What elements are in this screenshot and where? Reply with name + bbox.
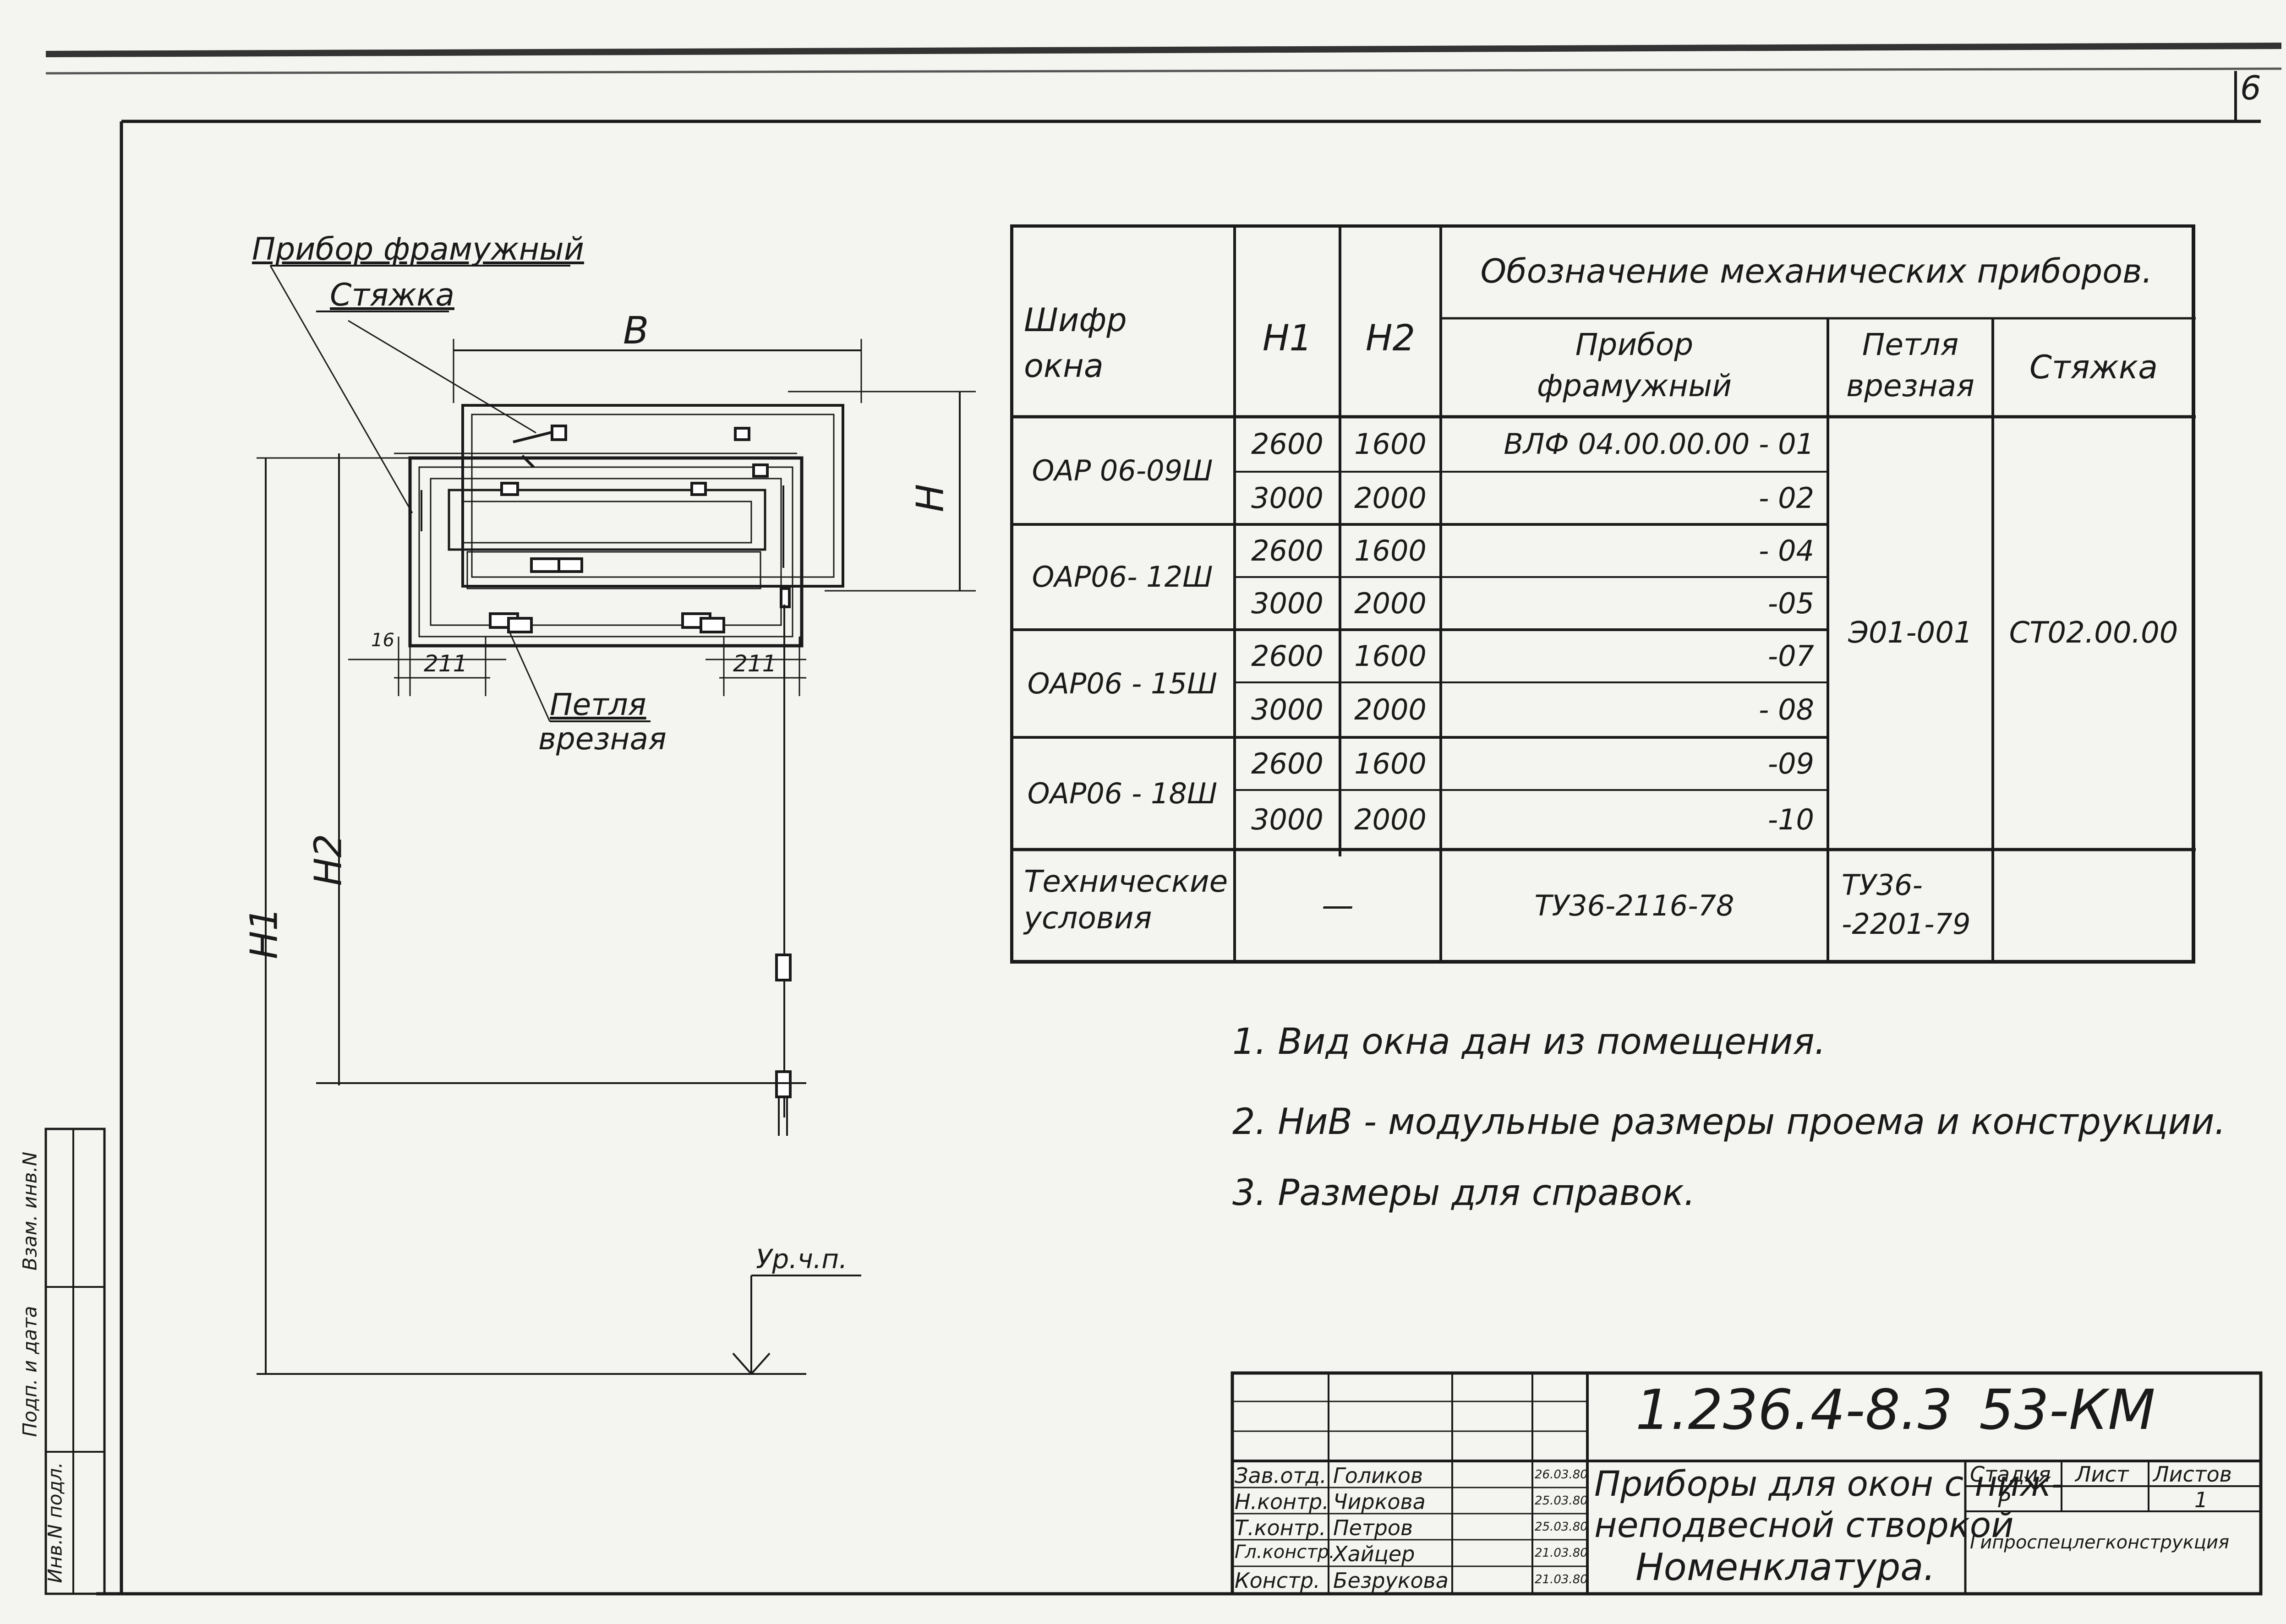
row-h2: 2000 bbox=[1354, 693, 1427, 727]
row-h2: 2000 bbox=[1354, 586, 1427, 620]
tie-value: СТ02.00.00 bbox=[2009, 616, 2178, 650]
floor-level-label: Ур.ч.п. bbox=[756, 1243, 848, 1275]
row-h1: 2600 bbox=[1251, 639, 1323, 673]
row-h1: 3000 bbox=[1251, 803, 1323, 837]
title-line-1: Приборы для окон с ниж- bbox=[1594, 1463, 2064, 1504]
stamp-replace-inv: Взам. инв.N bbox=[18, 1151, 41, 1271]
row-device: -10 bbox=[1767, 803, 1814, 837]
sheet-label: Лист bbox=[2075, 1462, 2129, 1487]
header-mechanical-devices: Обозначение механических приборов. bbox=[1480, 251, 2153, 290]
header-code-line1: Шифр bbox=[1024, 301, 1127, 339]
tech-hinge-line2: -2201-79 bbox=[1842, 907, 1971, 941]
person-name: Чиркова bbox=[1333, 1489, 1426, 1514]
header-tie: Стяжка bbox=[2029, 348, 2158, 386]
label-hinge-line1: Петля bbox=[550, 687, 646, 722]
note-2: 2. НиВ - модульные размеры проема и конс… bbox=[1232, 1101, 2226, 1143]
stamp-inv-num: Инв.N подл. bbox=[44, 1462, 66, 1583]
person-name: Петров bbox=[1333, 1515, 1413, 1540]
row-device: -05 bbox=[1767, 586, 1814, 620]
header-h1: H1 bbox=[1262, 318, 1313, 360]
person-name: Голиков bbox=[1333, 1463, 1423, 1488]
label-dimension-b: B bbox=[623, 309, 649, 353]
row-device: -09 bbox=[1767, 747, 1814, 780]
tech-device: ТУ36-2116-78 bbox=[1534, 888, 1734, 922]
row-h2: 1600 bbox=[1354, 747, 1427, 780]
mechanical-devices-table: Шифр окна H1 H2 Обозначение механических… bbox=[1010, 224, 2196, 964]
note-3: 3. Размеры для справок. bbox=[1232, 1172, 1695, 1214]
hinge-value: Э01-001 bbox=[1848, 616, 1973, 650]
top-border-band bbox=[45, 43, 2282, 57]
label-hinge-line2: врезная bbox=[538, 721, 667, 757]
title-line-2: неподвесной створкой bbox=[1594, 1504, 2014, 1545]
person-role: Гл.констр. bbox=[1235, 1542, 1335, 1563]
table-grid bbox=[1010, 224, 2196, 964]
label-transom-device: Прибор фрамужный bbox=[252, 231, 584, 267]
person-role: Т.контр. bbox=[1235, 1515, 1326, 1540]
header-hinge-line1: Петля bbox=[1862, 327, 1959, 362]
dim-211-left: 211 bbox=[424, 650, 468, 677]
person-name: Безрукова bbox=[1333, 1568, 1449, 1593]
stage-value: Р bbox=[1997, 1488, 2010, 1512]
sheets-value: 1 bbox=[2194, 1488, 2208, 1512]
label-dimension-h2: H2 bbox=[306, 834, 350, 886]
row-h1: 2600 bbox=[1251, 427, 1323, 461]
row-h1: 2600 bbox=[1251, 747, 1323, 780]
person-date: 25.03.80 bbox=[1535, 1494, 1588, 1508]
person-date: 21.03.80 bbox=[1535, 1546, 1588, 1560]
tech-label-line2: условия bbox=[1024, 900, 1152, 936]
row-h2: 2000 bbox=[1354, 803, 1427, 837]
header-device-line1: Прибор bbox=[1575, 327, 1694, 362]
stamp-sign-date: Подп. и дата bbox=[18, 1306, 41, 1437]
row-h1: 3000 bbox=[1251, 586, 1323, 620]
doc-code: 1.236.4-8.3 bbox=[1635, 1379, 1953, 1442]
header-device-line2: фрамужный bbox=[1537, 368, 1732, 403]
person-date: 21.03.80 bbox=[1535, 1573, 1588, 1586]
label-dimension-h: H bbox=[908, 484, 952, 512]
tech-hinge-line1: ТУ36- bbox=[1842, 868, 1923, 902]
person-name: Хайцер bbox=[1333, 1542, 1415, 1566]
row-code: ОАР 06-09Ш bbox=[1032, 453, 1213, 487]
row-code: ОАР06- 12Ш bbox=[1032, 560, 1213, 594]
label-dimension-h1: H1 bbox=[242, 907, 286, 959]
header-h2: H2 bbox=[1365, 318, 1416, 360]
title-line-3: Номенклатура. bbox=[1635, 1546, 1936, 1589]
row-code: ОАР06 - 15Ш bbox=[1027, 666, 1218, 700]
sheets-label: Листов bbox=[2153, 1462, 2232, 1487]
row-device: - 04 bbox=[1759, 534, 1814, 567]
row-h2: 2000 bbox=[1354, 481, 1427, 515]
row-h1: 3000 bbox=[1251, 693, 1323, 727]
person-role: Зав.отд. bbox=[1235, 1463, 1327, 1488]
person-role: Констр. bbox=[1235, 1568, 1320, 1593]
row-h2: 1600 bbox=[1354, 639, 1427, 673]
row-device: ВЛФ 04.00.00.00 - 01 bbox=[1504, 427, 1814, 461]
person-date: 25.03.80 bbox=[1535, 1520, 1588, 1534]
person-role: Н.контр. bbox=[1235, 1489, 1329, 1514]
row-h2: 1600 bbox=[1354, 427, 1427, 461]
label-tie: Стяжка bbox=[330, 277, 454, 313]
row-device: - 02 bbox=[1759, 481, 1814, 515]
row-code: ОАР06 - 18Ш bbox=[1027, 776, 1218, 810]
person-date: 26.03.80 bbox=[1535, 1468, 1588, 1482]
row-h1: 3000 bbox=[1251, 481, 1323, 515]
header-code-line2: окна bbox=[1024, 347, 1104, 385]
stage-label: Стадия bbox=[1970, 1462, 2051, 1487]
sheet-number: 6 bbox=[2240, 69, 2261, 107]
dim-211-right: 211 bbox=[733, 650, 777, 677]
tech-dash: — bbox=[1322, 886, 1354, 924]
row-h2: 1600 bbox=[1354, 534, 1427, 567]
header-hinge-line2: врезная bbox=[1846, 368, 1974, 403]
organization: Гипроспецлегконструкция bbox=[1970, 1532, 2230, 1553]
doc-code-2: 53-КМ bbox=[1979, 1379, 2155, 1442]
dim-16: 16 bbox=[371, 630, 394, 651]
note-1: 1. Вид окна дан из помещения. bbox=[1232, 1021, 1826, 1063]
tech-label-line1: Технические bbox=[1024, 864, 1228, 899]
row-device: - 08 bbox=[1759, 693, 1814, 727]
row-device: -07 bbox=[1767, 639, 1814, 673]
row-h1: 2600 bbox=[1251, 534, 1323, 567]
